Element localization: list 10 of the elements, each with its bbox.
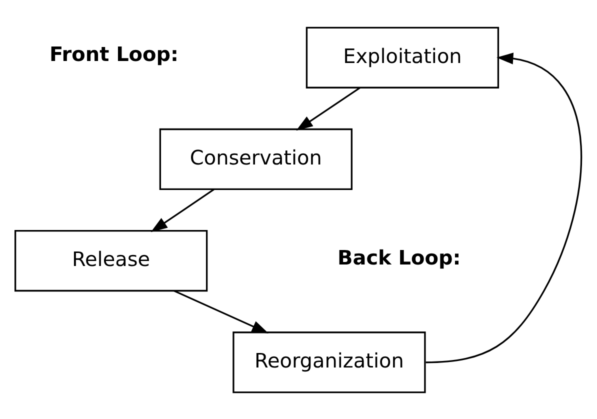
label: Front Loop: xyxy=(49,42,179,66)
arrow xyxy=(174,290,269,333)
node-box: Exploitation xyxy=(306,26,500,88)
node-box: Reorganization xyxy=(232,331,426,393)
arrow xyxy=(150,188,214,232)
label: Back Loop: xyxy=(338,244,461,269)
node-box: Release xyxy=(14,229,208,292)
node-box: Conservation xyxy=(159,128,353,190)
arrow xyxy=(296,86,361,130)
arrow xyxy=(426,52,582,363)
